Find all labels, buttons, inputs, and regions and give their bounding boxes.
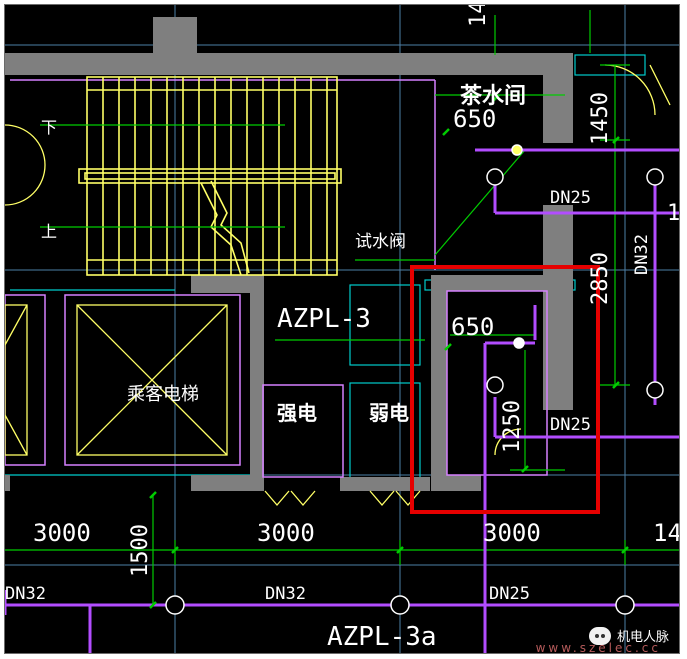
pipe-size-bottom-left: DN32 xyxy=(5,584,46,604)
weak-current-label: 弱电 xyxy=(369,401,409,425)
elevator-label: 乘客电梯 xyxy=(127,384,199,405)
riser-label-upper: AZPL-3 xyxy=(277,304,371,334)
inner-wall-lines xyxy=(5,79,548,478)
riser-label-lower: AZPL-3a xyxy=(327,622,437,652)
dim-1450: 1450 xyxy=(588,92,613,145)
pipe-size-bottom-mid: DN32 xyxy=(265,584,306,604)
dim-3000-left: 3000 xyxy=(33,519,91,547)
doors xyxy=(5,64,671,506)
cyan-outlines xyxy=(5,54,646,484)
watermark-url: www.szelec.cc xyxy=(535,641,661,654)
dim-top-edge: 14 xyxy=(466,5,491,27)
dim-3000-mid: 3000 xyxy=(257,519,315,547)
dim-1250: 1250 xyxy=(500,400,525,453)
strong-current-label: 强电 xyxy=(277,401,317,425)
highlight-box xyxy=(410,265,600,514)
pipe-size-box: DN25 xyxy=(550,415,591,435)
floor-plan: 茶水间 乘客电梯 强电 弱电 下 上 试水阀 AZPL-3 AZPL-3a DN… xyxy=(5,5,679,653)
elevator-symbol xyxy=(5,304,228,456)
watermark: 机电人脉 xyxy=(588,626,669,645)
pipe-size-right: DN32 xyxy=(632,234,652,275)
pipe-size-upper: DN25 xyxy=(550,188,591,208)
stair-up-label: 上 xyxy=(41,222,57,241)
dim-14-edge: 14 xyxy=(653,519,679,547)
dim-1500: 1500 xyxy=(128,524,153,577)
valve-label: 试水阀 xyxy=(355,232,406,252)
dim-right-edge: 1 xyxy=(667,201,679,226)
tick-marks xyxy=(149,94,629,609)
dimension-lines xyxy=(5,10,679,605)
dim-650-mid: 650 xyxy=(451,313,494,341)
stair-down-label: 下 xyxy=(41,118,57,137)
dim-2850: 2850 xyxy=(588,252,613,305)
riser-circles xyxy=(165,144,664,615)
dim-650-top: 650 xyxy=(453,105,496,133)
watermark-brand: 机电人脉 xyxy=(616,630,669,645)
pipe-size-bottom-right: DN25 xyxy=(489,584,530,604)
wechat-icon xyxy=(588,626,611,645)
walls xyxy=(5,17,573,491)
stair xyxy=(78,76,342,276)
dim-3000-right: 3000 xyxy=(483,519,541,547)
pipes xyxy=(5,148,679,653)
tea-room-label: 茶水间 xyxy=(460,84,526,109)
cad-canvas[interactable]: 茶水间 乘客电梯 强电 弱电 下 上 试水阀 AZPL-3 AZPL-3a DN… xyxy=(4,4,680,654)
